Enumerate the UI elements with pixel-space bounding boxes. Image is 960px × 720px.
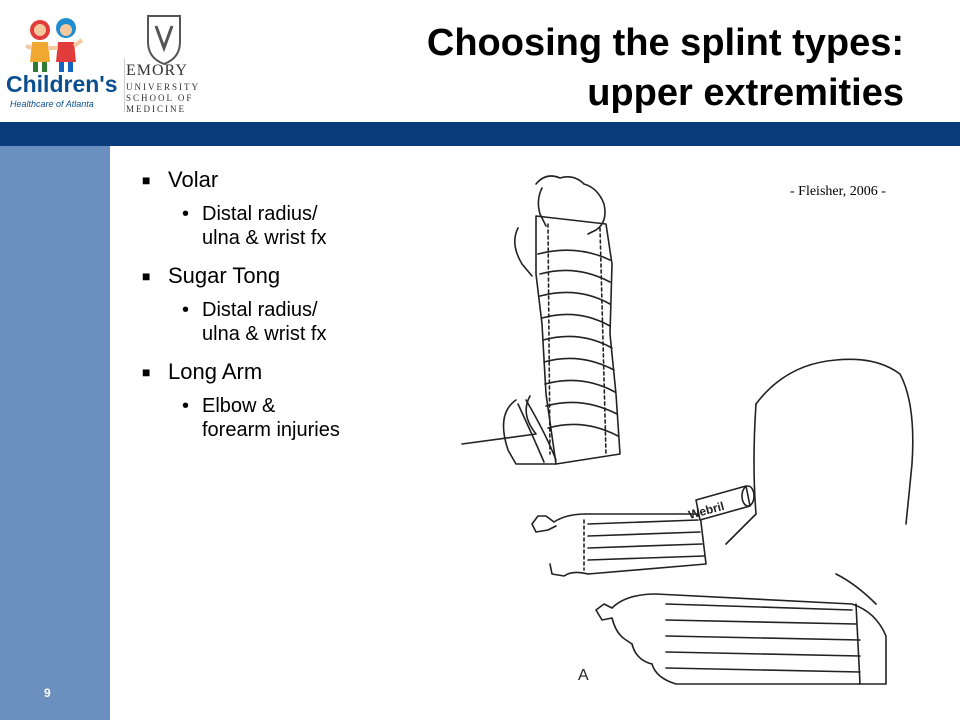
sub-bullet-line: ulna & wrist fx <box>202 227 327 249</box>
webril-roll-drawing <box>695 485 755 521</box>
sub-bullet-line: Distal radius/ <box>202 203 318 225</box>
sub-bullet-line: ulna & wrist fx <box>202 323 327 345</box>
childrens-logo-tagline: Healthcare of Atlanta <box>10 99 94 109</box>
sub-bullet-text: Distal radius/ ulna & wrist fx <box>202 202 326 250</box>
bullet-item: ■ Sugar Tong <box>142 262 442 290</box>
square-bullet-icon: ■ <box>142 364 151 380</box>
bullet-list: ■ Volar • Distal radius/ ulna & wrist fx… <box>142 166 442 454</box>
bullet-label: Sugar Tong <box>168 263 281 288</box>
long-arm-splint-drawing <box>531 358 914 685</box>
slide-title-line2: upper extremities <box>587 72 904 114</box>
sub-bullet-line: Elbow & <box>202 395 276 417</box>
figure-citation: - Fleisher, 2006 - <box>790 184 886 199</box>
square-bullet-icon: ■ <box>142 172 151 188</box>
sub-bullet-item: • Distal radius/ ulna & wrist fx <box>182 298 442 346</box>
slide-title-line1: Choosing the splint types: <box>426 22 904 64</box>
volar-splint-drawing <box>461 175 621 465</box>
square-bullet-icon: ■ <box>142 268 151 284</box>
slide-header: Children's Healthcare of Atlanta EMORY U… <box>0 0 960 122</box>
emory-shield-icon <box>124 15 181 112</box>
dot-bullet-icon: • <box>182 299 190 321</box>
dot-bullet-icon: • <box>182 395 190 417</box>
emory-logo-line3: MEDICINE <box>126 104 186 114</box>
sub-bullet-text: Distal radius/ ulna & wrist fx <box>202 298 326 346</box>
bullet-label: Volar <box>168 167 219 192</box>
bullet-item: ■ Volar <box>142 166 442 194</box>
emory-logo-line1: UNIVERSITY <box>126 82 200 92</box>
figure-panel-label: A <box>578 667 589 684</box>
splint-illustration: Webril A <box>461 175 914 685</box>
slide-title: Choosing the splint types: upper extremi… <box>427 18 904 118</box>
sub-bullet-text: Elbow & forearm injuries <box>202 394 340 442</box>
left-accent-strip <box>0 146 110 720</box>
sub-bullet-item: • Distal radius/ ulna & wrist fx <box>182 202 442 250</box>
sub-bullet-line: Distal radius/ <box>202 299 318 321</box>
childrens-logo-name: Children's <box>6 71 118 97</box>
dot-bullet-icon: • <box>182 203 190 225</box>
childrens-healthcare-logo: Children's Healthcare of Atlanta <box>6 18 118 109</box>
slide-number: 9 <box>44 686 51 700</box>
bullet-label: Long Arm <box>168 359 263 384</box>
emory-logo-name: EMORY <box>126 62 188 79</box>
sub-bullet-line: forearm injuries <box>202 419 340 441</box>
bullet-item: ■ Long Arm <box>142 358 442 386</box>
sub-bullet-item: • Elbow & forearm injuries <box>182 394 442 442</box>
header-divider-bar <box>0 122 960 146</box>
emory-logo-line2: SCHOOL OF <box>126 93 194 103</box>
